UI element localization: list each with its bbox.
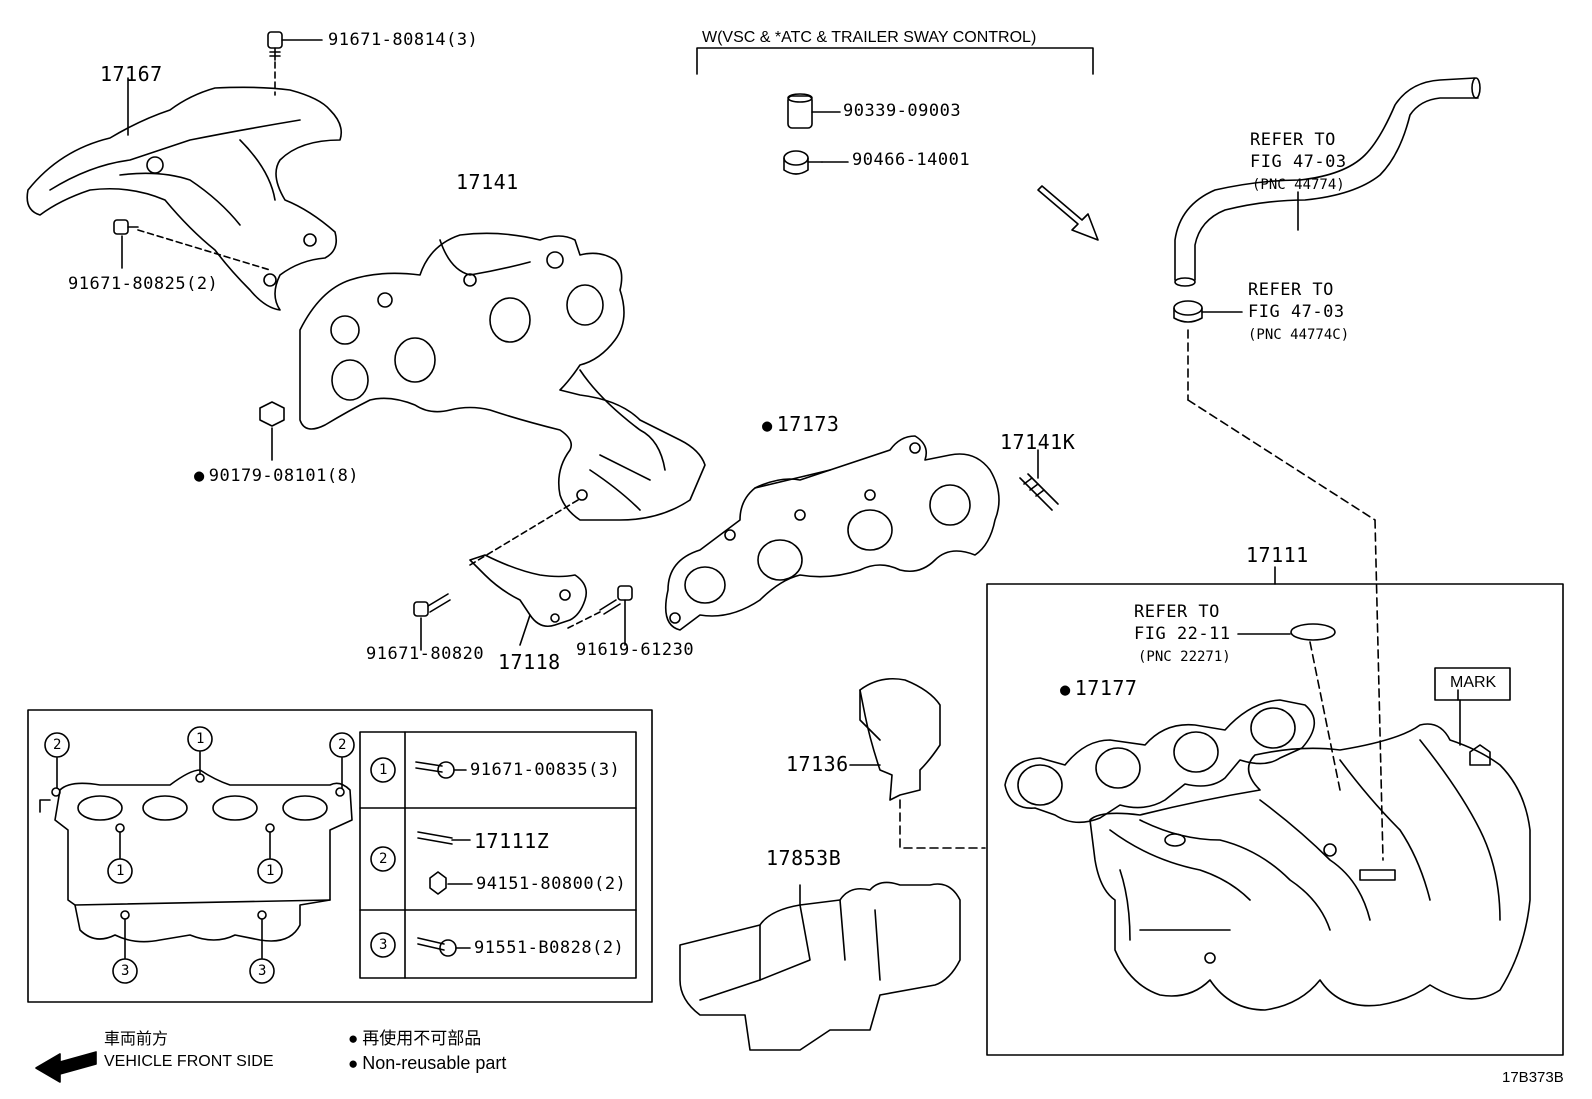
part-17853b-drawing	[679, 881, 961, 1051]
part-label-17173: 17173	[762, 414, 839, 435]
intake-manifold-box	[986, 583, 1564, 1056]
callout-circle	[112, 958, 138, 984]
part-label-17141: 17141	[456, 170, 519, 194]
part-label-17177: 17177	[1060, 678, 1137, 699]
condition-bracket-label: W(VSC & *ATC & TRAILER SWAY CONTROL)	[702, 29, 1037, 46]
refer-note-3-line1: REFER TO	[1134, 602, 1220, 622]
inset-manifold-drawing	[39, 769, 353, 943]
bracket-17118-drawing	[469, 554, 588, 628]
bolt-91671-80825-drawing	[113, 219, 139, 235]
vehicle-front-en: VEHICLE FRONT SIDE	[104, 1053, 274, 1070]
part-label-17136: 17136	[786, 752, 849, 776]
non-reusable-jp: 再使用不可部品	[348, 1030, 481, 1047]
bolt-91619-61230-drawing	[599, 585, 633, 615]
mark-box	[1434, 667, 1511, 701]
refer-note-1-line1: REFER TO	[1250, 130, 1336, 150]
intake-manifold-drawing	[1089, 723, 1531, 1011]
callout-circle	[187, 726, 213, 752]
table-row-3-part: 91551-B0828(2)	[474, 938, 625, 958]
callout-1-left: 1	[116, 863, 125, 879]
callout-3-left: 3	[121, 963, 130, 979]
part-label-90339-09003: 90339-09003	[843, 101, 962, 121]
bolt-91671-80820-drawing	[413, 593, 451, 617]
callout-circle	[249, 958, 275, 984]
refer-note-2-line3: (PNC 44774C)	[1248, 327, 1350, 343]
direction-arrow-drawing	[1037, 185, 1099, 241]
table-row-1-number: 1	[379, 762, 388, 778]
table-row-3-number: 3	[379, 937, 388, 953]
bracket-17136-drawing	[859, 677, 941, 801]
table-row-2-part1: 17111Z	[474, 829, 550, 853]
stud-drawing	[1019, 473, 1059, 511]
non-reusable-en: Non-reusable part	[348, 1054, 506, 1072]
callout-2-left: 2	[53, 737, 62, 753]
hose-drawing	[1174, 77, 1481, 287]
part-label-90179-08101: 90179-08101(8)	[194, 468, 359, 485]
callout-circle	[44, 732, 70, 758]
refer-note-3-line2: FIG 22-11	[1134, 624, 1231, 644]
bolt-91671-80814-drawing	[267, 31, 283, 61]
vehicle-front-jp: 車両前方	[104, 1031, 169, 1048]
callout-3-right: 3	[258, 963, 267, 979]
table-row-1-part: 91671-00835(3)	[470, 760, 621, 780]
refer-note-1-line2: FIG 47-03	[1250, 152, 1347, 172]
mark-label: MARK	[1450, 674, 1497, 691]
part-label-17167: 17167	[100, 62, 163, 86]
callout-circle	[257, 858, 283, 884]
inset-box	[27, 709, 653, 1003]
callout-1-right: 1	[266, 863, 275, 879]
callout-2-right: 2	[338, 737, 347, 753]
callout-1-top: 1	[196, 731, 205, 747]
part-label-91671-80825: 91671-80825(2)	[68, 274, 219, 294]
clamp-drawing	[1173, 300, 1243, 323]
table-row-2-number: 2	[379, 851, 388, 867]
refer-note-3-line3: (PNC 22271)	[1138, 649, 1231, 665]
intake-gasket-drawing	[1004, 699, 1316, 824]
part-label-91671-80820: 91671-80820	[366, 644, 485, 664]
inset-table	[359, 731, 637, 979]
nut-90179-drawing	[259, 401, 285, 427]
part-label-91619-61230: 91619-61230	[576, 640, 695, 660]
callout-circle	[107, 858, 133, 884]
heat-insulator-drawing	[26, 86, 343, 311]
part-label-17141k: 17141K	[1000, 430, 1076, 454]
exhaust-manifold-drawing	[299, 232, 706, 521]
ring-gasket-drawing	[1290, 623, 1336, 641]
part-label-91671-80814: 91671-80814(3)	[328, 30, 479, 50]
part-label-17853b: 17853B	[766, 846, 842, 870]
callout-circle	[329, 732, 355, 758]
refer-note-2-line2: FIG 47-03	[1248, 302, 1345, 322]
vehicle-front-arrow	[35, 1051, 97, 1083]
part-label-90466-14001: 90466-14001	[852, 150, 971, 170]
figure-id: 17B373B	[1502, 1069, 1564, 1086]
part-label-17111: 17111	[1246, 543, 1309, 567]
sensor-drawing	[783, 93, 823, 175]
part-label-17118: 17118	[498, 650, 561, 674]
table-row-2-part2: 94151-80800(2)	[476, 874, 627, 894]
refer-note-1-line3: (PNC 44774)	[1252, 177, 1345, 193]
bracket-line	[696, 47, 1094, 75]
gasket-drawing	[664, 435, 1000, 631]
refer-note-2-line1: REFER TO	[1248, 280, 1334, 300]
